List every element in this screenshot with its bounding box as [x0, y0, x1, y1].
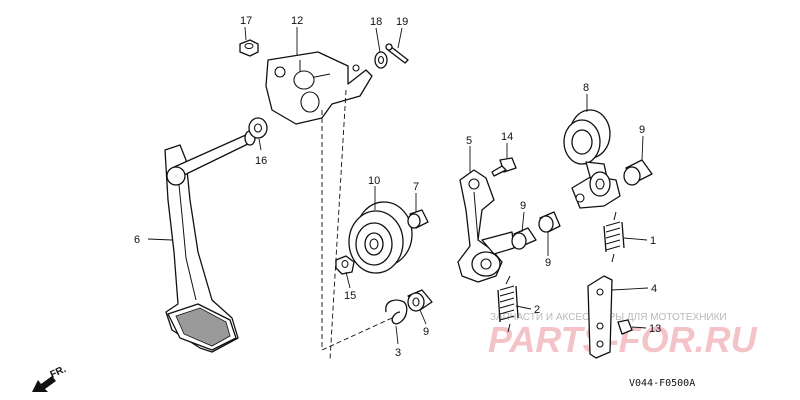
cotter-pin-19	[385, 43, 409, 64]
callout-4: 4	[651, 283, 657, 295]
callout-19: 19	[396, 16, 408, 28]
collar-7	[407, 209, 429, 229]
direction-label: FR.	[49, 364, 68, 381]
bolt-13	[617, 319, 633, 335]
nut-17	[239, 39, 259, 57]
spring-clip-3	[385, 299, 408, 325]
callout-8: 8	[583, 82, 589, 94]
nut-15	[335, 255, 355, 275]
washer-16	[248, 117, 268, 139]
callout-10: 10	[368, 175, 380, 187]
bolt-14	[491, 157, 517, 177]
collar-9-upper	[623, 159, 653, 186]
callout-3: 3	[395, 347, 401, 359]
assembly-line	[321, 110, 393, 351]
callout-6: 6	[134, 234, 140, 246]
callout-17: 17	[240, 15, 252, 27]
leader-lines	[147, 26, 649, 345]
front-direction-arrow: FR.	[32, 364, 68, 392]
callout-5: 5	[466, 135, 472, 147]
tension-arm	[457, 169, 515, 283]
callout-15: 15	[344, 290, 356, 302]
assembly-line	[329, 89, 347, 361]
callout-13: 13	[649, 323, 661, 335]
callout-9-upper: 9	[639, 124, 645, 136]
diagram-code: V044-F0500A	[629, 378, 695, 389]
callout-2: 2	[534, 304, 540, 316]
washer-18	[374, 51, 388, 69]
brake-pedal	[164, 130, 256, 353]
pedal-bracket	[265, 51, 373, 125]
callout-9-right: 9	[545, 257, 551, 269]
callout-1: 1	[650, 235, 656, 247]
callout-18: 18	[370, 16, 382, 28]
callout-7: 7	[413, 181, 419, 193]
callout-16: 16	[255, 155, 267, 167]
spring-1	[603, 211, 625, 263]
pulley-assembly-8	[563, 109, 621, 209]
callout-14: 14	[501, 131, 513, 143]
collar-9-right	[538, 211, 561, 233]
callout-9-lower: 9	[423, 326, 429, 338]
callout-9-mid: 9	[520, 200, 526, 212]
callout-12: 12	[291, 15, 303, 27]
spring-2	[497, 275, 519, 333]
plate-4	[587, 275, 613, 359]
collar-9-lower	[407, 289, 433, 312]
collar-9-mid	[511, 227, 537, 250]
idler-pulley	[348, 201, 413, 274]
